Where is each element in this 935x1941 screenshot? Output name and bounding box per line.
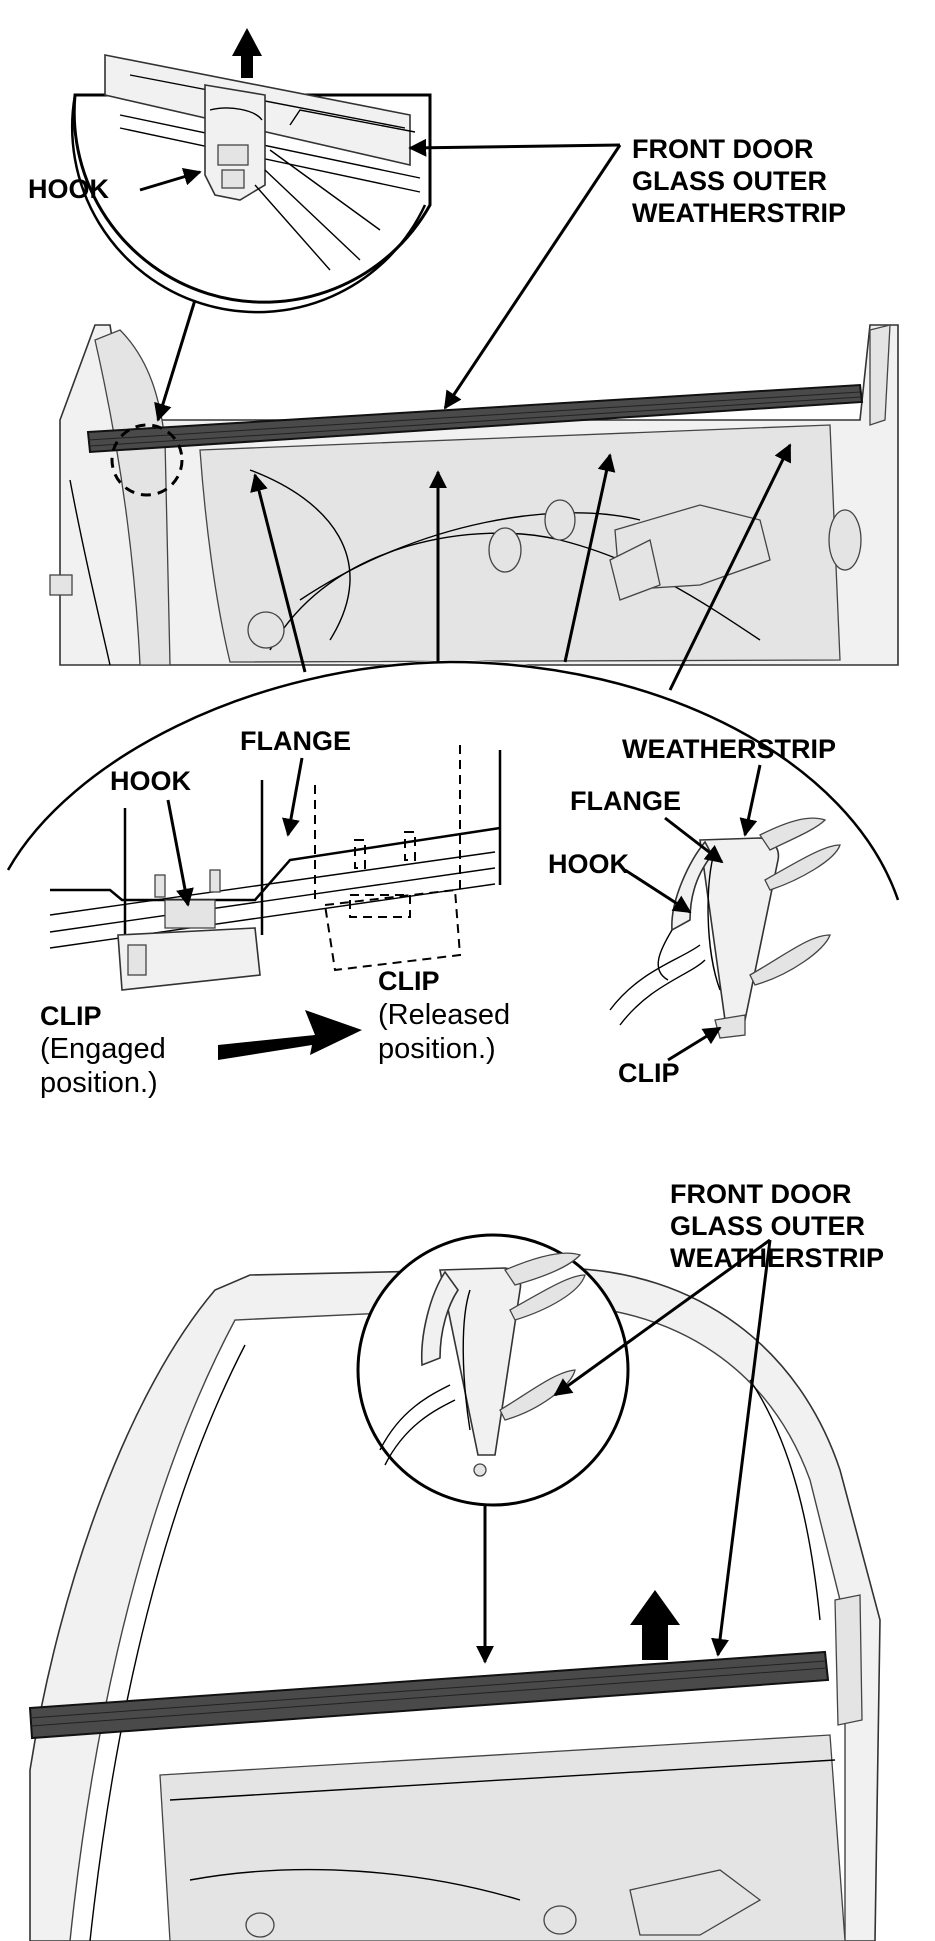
hook-location-circle xyxy=(110,423,184,497)
weatherstrip-leader-right xyxy=(739,764,762,837)
clip-engaged-note-line1: (Engaged xyxy=(40,1033,166,1065)
weatherstrip-label-top-line2: GLASS OUTER xyxy=(632,166,827,196)
weatherstrip-lower xyxy=(28,1650,830,1740)
clip-engaged-note-line2: position.) xyxy=(40,1067,158,1099)
flange-label-right: FLANGE xyxy=(570,786,681,816)
flange-leader-left xyxy=(282,757,304,837)
lower-cross-section-callout xyxy=(356,1233,630,1507)
right-arrow-icon xyxy=(218,1010,362,1060)
weatherstrip-label-bottom-line1: FRONT DOOR xyxy=(670,1179,852,1209)
weatherstrip-label-top-line1: FRONT DOOR xyxy=(632,134,814,164)
hook-label-right: HOOK xyxy=(548,849,630,879)
weatherstrip-cross-section xyxy=(609,817,841,1039)
upper-door-panel xyxy=(49,324,899,666)
hook-label-top: HOOK xyxy=(28,174,110,204)
hook-leader-right xyxy=(624,868,692,914)
weatherstrip-label-top-line3: WEATHERSTRIP xyxy=(632,198,846,228)
clip-engaged-label: CLIP xyxy=(40,1001,102,1031)
hook-label-left: HOOK xyxy=(110,766,192,796)
detail-to-door-arrow xyxy=(154,299,197,422)
weatherstrip-label-right: WEATHERSTRIP xyxy=(622,734,836,764)
clip-arrow-4 xyxy=(668,443,792,691)
up-arrow-icon-lower xyxy=(630,1590,680,1660)
weatherstrip-upper xyxy=(86,383,864,454)
clip-flange-detail xyxy=(49,745,502,991)
weatherstrip-leader-top-a xyxy=(408,138,621,157)
flange-label-left: FLANGE xyxy=(240,726,351,756)
hook-leader-left xyxy=(166,799,194,907)
hook-detail-callout xyxy=(70,54,432,314)
clip-released-label: CLIP xyxy=(378,966,440,996)
clip-released-note-line1: (Released xyxy=(378,999,510,1031)
clip-arrow-1 xyxy=(250,473,307,673)
clip-label-right: CLIP xyxy=(618,1058,680,1088)
weatherstrip-leader-bottom-b xyxy=(711,1239,772,1657)
clip-arrow-3 xyxy=(563,453,616,663)
weatherstrip-leader-bottom-a xyxy=(553,1238,771,1397)
hook-leader-top xyxy=(139,168,202,192)
weatherstrip-label-bottom-line2: GLASS OUTER xyxy=(670,1211,865,1241)
weatherstrip-leader-top-b xyxy=(443,144,622,410)
weatherstrip-label-bottom-line3: WEATHERSTRIP xyxy=(670,1243,884,1273)
clip-released-note-line2: position.) xyxy=(378,1033,496,1065)
flange-leader-right xyxy=(664,816,724,864)
lower-door-frame xyxy=(29,1267,881,1941)
up-arrow-icon xyxy=(232,28,262,78)
clip-leader-right xyxy=(667,1026,722,1062)
